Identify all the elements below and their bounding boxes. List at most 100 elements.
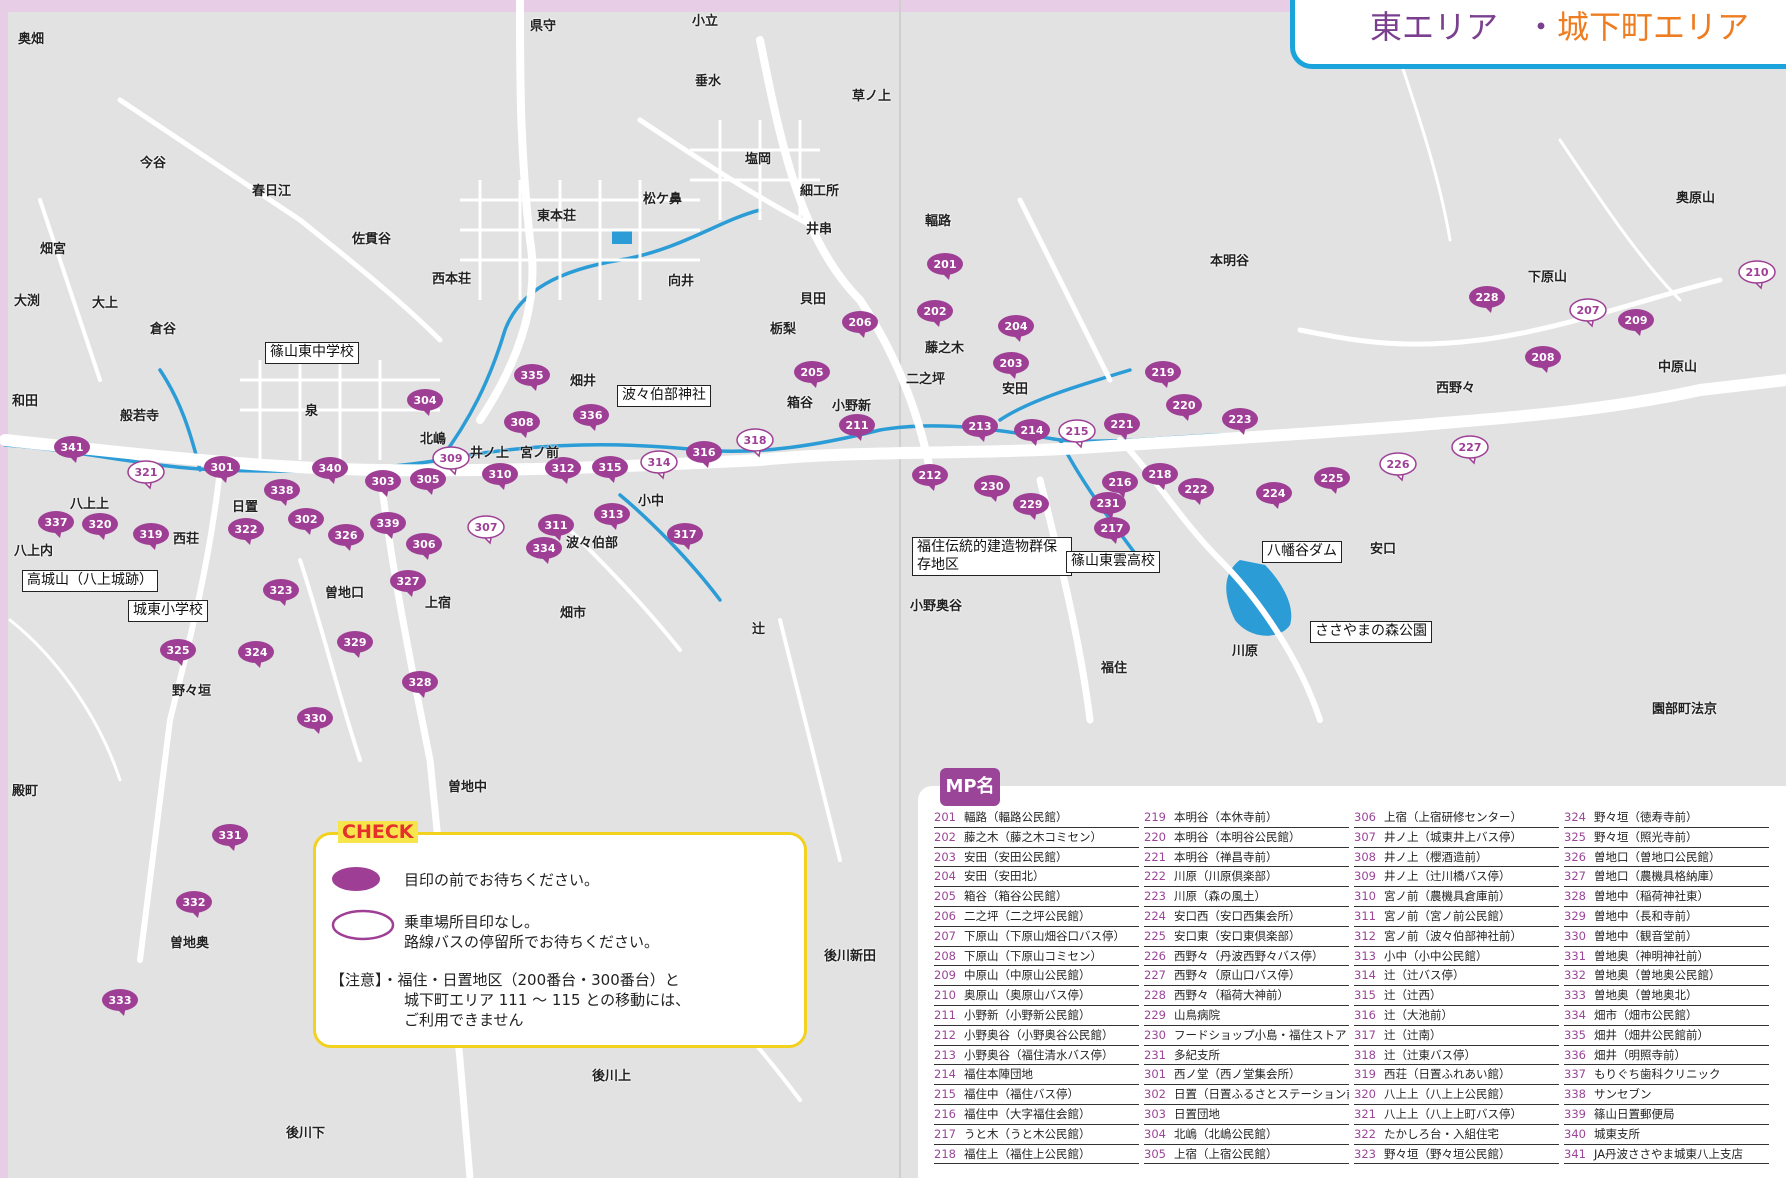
- mp-name: 本明谷（本明谷公民館）: [1174, 829, 1301, 844]
- check-legend: CHECK 目印の前でお待ちください。 乗車場所目印なし。 路線バスの停留所でお…: [313, 821, 807, 1048]
- svg-text:214: 214: [1021, 424, 1044, 437]
- place-label: 貝田: [800, 292, 827, 307]
- place-label: 曽地口: [325, 586, 365, 601]
- mp-number: 332: [1564, 968, 1586, 983]
- stop-marker-205: 205: [794, 361, 830, 388]
- stop-marker-303: 303: [365, 470, 401, 497]
- mp-number: 201: [934, 810, 956, 824]
- place-label: 向井: [668, 274, 695, 289]
- place-label: 福住: [1101, 661, 1128, 676]
- stop-marker-329: 329: [337, 631, 373, 658]
- mp-number: 312: [1354, 928, 1376, 943]
- svg-text:318: 318: [744, 434, 767, 447]
- svg-text:224: 224: [1263, 487, 1286, 500]
- mp-number: 334: [1564, 1007, 1586, 1022]
- mp-number: 330: [1564, 928, 1586, 943]
- place-label: 小野新: [832, 399, 872, 414]
- svg-text:201: 201: [934, 258, 957, 271]
- mp-name: 辻（辻バス停）: [1384, 968, 1465, 983]
- town-grid: [240, 120, 820, 460]
- stop-marker-314: 314: [640, 450, 678, 480]
- mp-name: 畑井（畑井公民館前）: [1594, 1027, 1709, 1042]
- mp-name: フードショップ小島・福住ストア: [1174, 1027, 1347, 1042]
- mp-name: 野々垣（野々垣公民館）: [1384, 1146, 1511, 1161]
- place-label: 奥畑: [18, 32, 45, 47]
- stop-marker-304: 304: [407, 389, 443, 416]
- mp-name: 野々垣（徳寿寺前）: [1594, 810, 1698, 824]
- mp-name: 八上上（八上上公民館）: [1384, 1087, 1511, 1102]
- mp-name: 日置（日置ふるさとステーション前）: [1174, 1087, 1349, 1102]
- svg-text:327: 327: [397, 575, 420, 588]
- stop-marker-219: 219: [1145, 361, 1181, 388]
- place-label: 小野奥谷: [910, 599, 963, 614]
- mp-number: 339: [1564, 1106, 1586, 1121]
- mp-number: 310: [1354, 889, 1376, 904]
- mp-number: 333: [1564, 988, 1586, 1003]
- landmark-label: 福住伝統的建造物群保存地区: [912, 537, 1072, 576]
- outline-desc-1: 乗車場所目印なし。: [404, 913, 540, 931]
- place-label: 倉谷: [150, 322, 177, 337]
- place-label: 畑井: [570, 374, 597, 389]
- mp-number: 331: [1564, 948, 1586, 963]
- stop-marker-227: 227: [1451, 435, 1489, 465]
- place-label: 安口: [1370, 542, 1397, 557]
- stop-marker-221: 221: [1104, 413, 1140, 440]
- landmark-label: 篠山東中学校: [265, 342, 359, 364]
- mp-name: 城東支所: [1594, 1126, 1640, 1141]
- mp-name: JA丹波ささやま城東八上支店: [1594, 1146, 1744, 1161]
- mp-name: 西野々（丹波西野々バス停）: [1174, 948, 1324, 963]
- stop-marker-211: 211: [839, 414, 875, 441]
- svg-text:311: 311: [545, 519, 568, 532]
- stop-marker-318: 318: [736, 428, 774, 458]
- stop-marker-317: 317: [667, 523, 703, 550]
- mp-name: 八上上（八上上町バス停）: [1384, 1106, 1522, 1121]
- mp-number: 336: [1564, 1047, 1586, 1062]
- place-label: 西荘: [173, 532, 200, 547]
- mp-number: 231: [1144, 1047, 1166, 1062]
- stop-marker-226: 226: [1379, 452, 1417, 482]
- stop-marker-316: 316: [686, 441, 722, 468]
- mp-number: 217: [934, 1126, 956, 1141]
- place-label: 宮ノ前: [520, 446, 560, 461]
- mp-name: 曽地奥（神明神社前）: [1594, 948, 1709, 963]
- mp-number: 302: [1144, 1087, 1166, 1102]
- mp-number: 202: [934, 829, 956, 844]
- place-label: 殿町: [12, 784, 39, 799]
- place-label: 般若寺: [120, 409, 160, 424]
- place-label: 安田: [1002, 382, 1029, 397]
- stop-marker-340: 340: [312, 457, 348, 484]
- stop-marker-208: 208: [1525, 346, 1561, 373]
- mp-number: 323: [1354, 1146, 1376, 1161]
- note-1: 【注意】・福住・日置地区（200番台・300番台）と: [330, 971, 680, 989]
- stop-marker-216: 216: [1102, 471, 1138, 498]
- svg-text:207: 207: [1577, 304, 1600, 317]
- mp-number: 205: [934, 889, 956, 904]
- stop-marker-331: 331: [212, 824, 248, 851]
- title-castle: ・城下町エリア: [1525, 8, 1750, 46]
- mp-number: 222: [1144, 869, 1166, 884]
- svg-text:215: 215: [1066, 425, 1089, 438]
- mp-number: 315: [1354, 988, 1376, 1003]
- mp-number: 207: [934, 928, 956, 943]
- mp-name: 辻（大池前）: [1384, 1007, 1453, 1022]
- place-label: 園部町法京: [1652, 702, 1718, 717]
- place-label: 辻: [752, 622, 766, 637]
- place-label: 後川下: [286, 1126, 326, 1141]
- mp-number: 304: [1144, 1126, 1166, 1141]
- stop-marker-338: 338: [264, 479, 300, 506]
- svg-text:306: 306: [413, 538, 436, 551]
